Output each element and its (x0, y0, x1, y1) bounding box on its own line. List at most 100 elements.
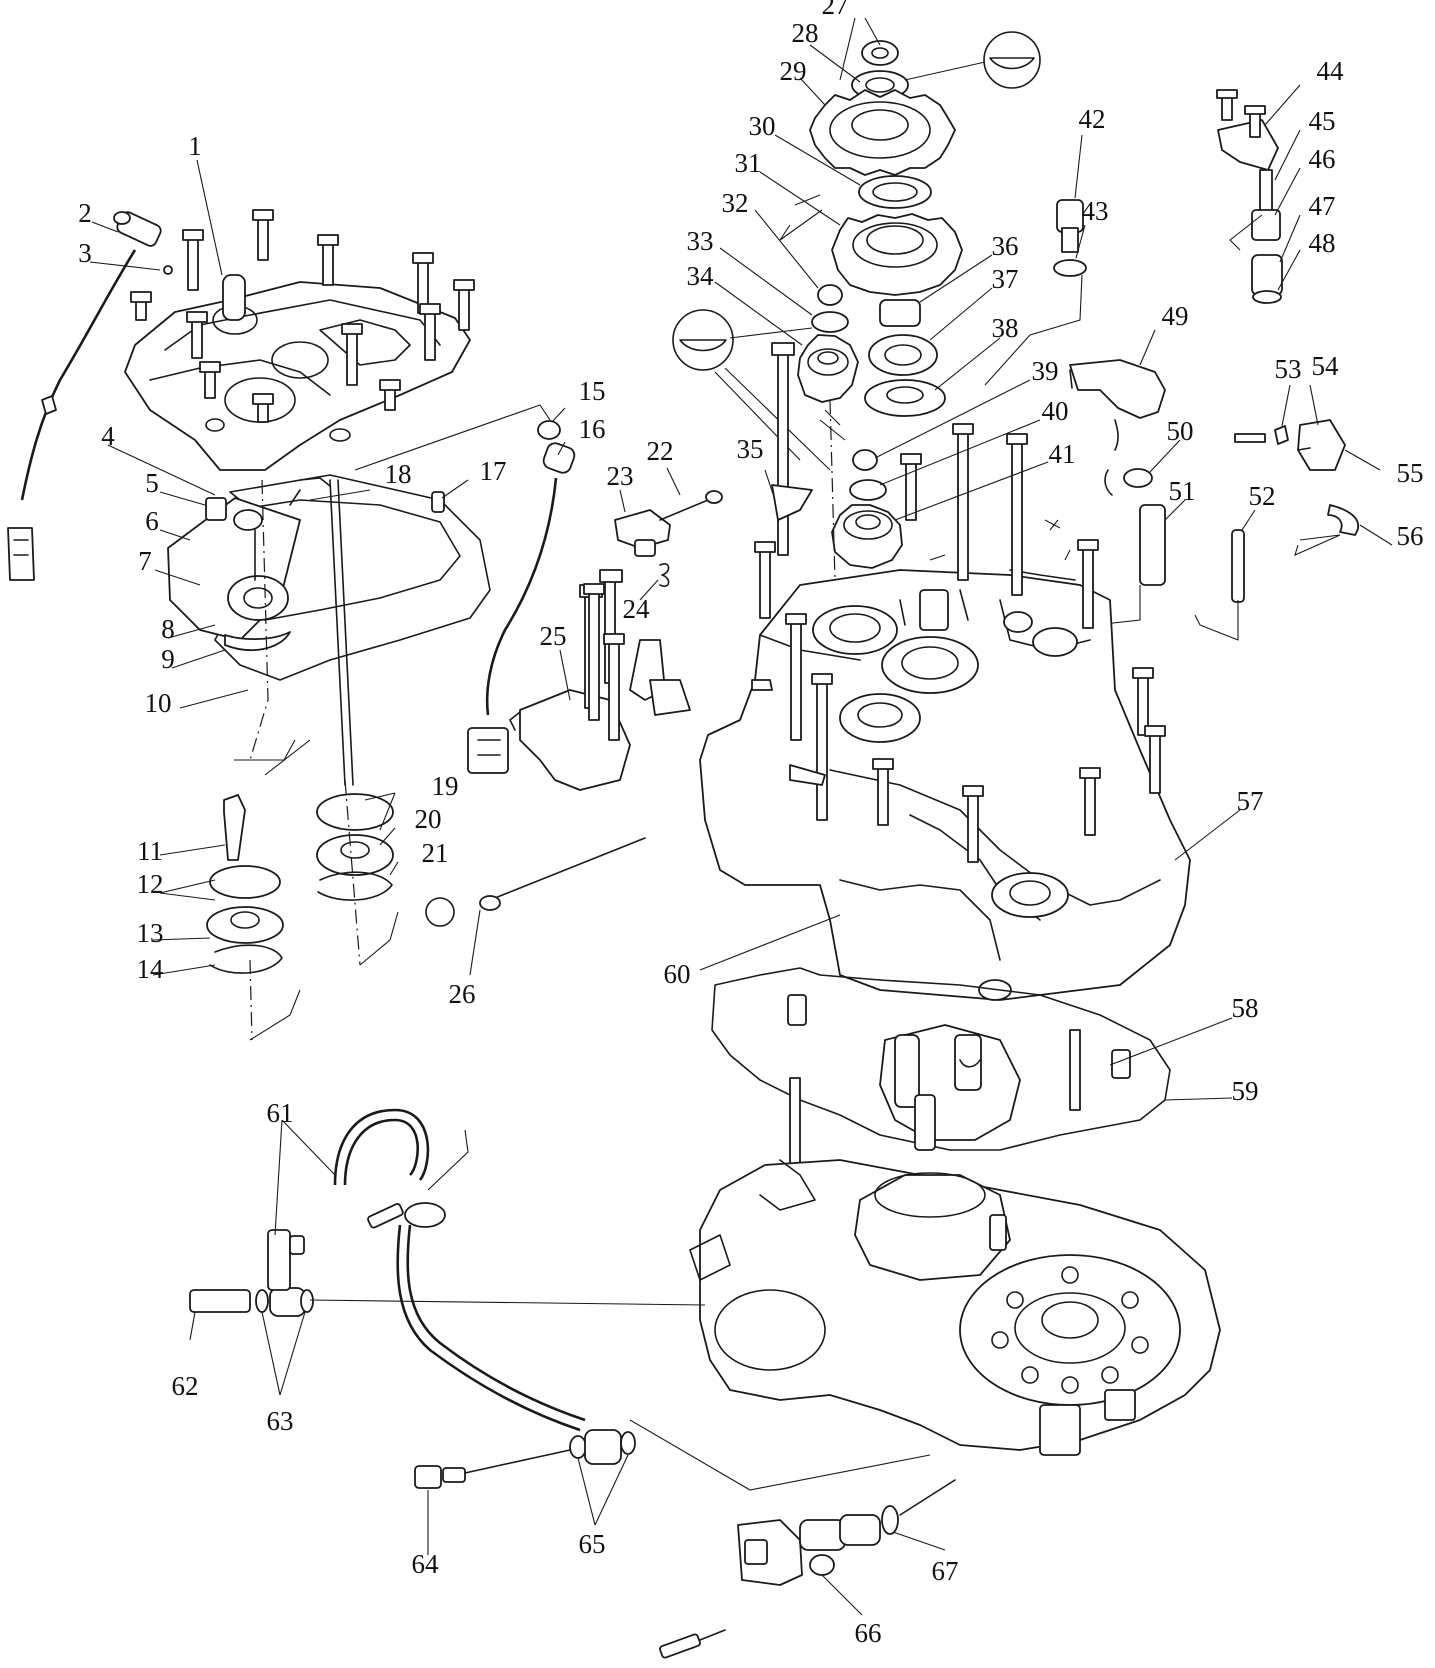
temperature-sensor-wire (467, 420, 576, 774)
callout-64: 64 (412, 1549, 440, 1579)
long-bolt (777, 349, 789, 556)
case-bolts (583, 423, 1166, 863)
oil-cooler-pipe (333, 1108, 586, 1432)
oil-dipstick (425, 837, 646, 927)
callout-2: 2 (78, 198, 92, 228)
callout-16: 16 (579, 414, 606, 444)
accumulator-set-left (206, 794, 284, 974)
callout-49: 49 (1162, 301, 1189, 331)
callout-17: 17 (480, 456, 507, 486)
gear-stack-output (831, 449, 903, 569)
accumulator-set-right (316, 793, 394, 901)
callout-44: 44 (1317, 56, 1345, 86)
washer-detail-bubble-top (983, 31, 1041, 89)
callout-35: 35 (737, 434, 764, 464)
callout-33: 33 (687, 226, 714, 256)
parking-pawl-shaft (1039, 359, 1166, 643)
callout-23: 23 (607, 461, 634, 491)
callout-3: 3 (78, 238, 92, 268)
differential-gear-train (789, 1024, 1081, 1169)
callout-61: 61 (267, 1098, 294, 1128)
callout-19: 19 (432, 771, 459, 801)
callout-41: 41 (1049, 439, 1076, 469)
callout-57: 57 (1237, 786, 1264, 816)
callout-34: 34 (687, 261, 715, 291)
callout-52: 52 (1249, 481, 1276, 511)
leader-lines (89, 17, 1393, 1616)
callout-21: 21 (422, 838, 449, 868)
converter-housing (689, 1159, 1221, 1456)
callout-43: 43 (1082, 196, 1109, 226)
callout-29: 29 (780, 56, 807, 86)
callout-31: 31 (735, 148, 762, 178)
callout-1: 1 (188, 131, 202, 161)
gear-stack-idler (797, 284, 859, 403)
callout-51: 51 (1169, 476, 1196, 506)
callout-63: 63 (267, 1406, 294, 1436)
shift-solenoid (659, 1479, 956, 1659)
rod (329, 479, 346, 786)
callout-26: 26 (449, 979, 476, 1009)
callout-36: 36 (992, 231, 1019, 261)
callout-6: 6 (145, 506, 159, 536)
callout-67: 67 (932, 1556, 959, 1586)
callout-18: 18 (385, 459, 412, 489)
callout-labels: 1234567891011121314151617181920212223242… (78, 0, 1423, 1648)
banjo-fitting (189, 1229, 314, 1317)
callout-46: 46 (1309, 144, 1336, 174)
callout-25: 25 (540, 621, 567, 651)
callout-13: 13 (137, 918, 164, 948)
callout-14: 14 (137, 954, 165, 984)
callout-60: 60 (664, 959, 691, 989)
cover-bolts (130, 209, 475, 423)
dowel-pin (431, 491, 445, 513)
callout-38: 38 (992, 313, 1019, 343)
washer-detail-bubble-left (672, 309, 734, 371)
callout-20: 20 (415, 804, 442, 834)
callout-5: 5 (145, 468, 159, 498)
spring-retainer-set (1234, 419, 1360, 556)
callout-32: 32 (722, 188, 749, 218)
callout-56: 56 (1397, 521, 1424, 551)
callout-40: 40 (1042, 396, 1069, 426)
callout-66: 66 (855, 1618, 882, 1648)
callout-10: 10 (145, 688, 172, 718)
callout-30: 30 (749, 111, 776, 141)
callout-58: 58 (1232, 993, 1259, 1023)
separator-plate (167, 497, 301, 651)
speed-sensor-right (1216, 89, 1283, 304)
callout-9: 9 (161, 644, 175, 674)
callout-54: 54 (1312, 351, 1340, 381)
callout-53: 53 (1275, 354, 1302, 384)
callout-59: 59 (1232, 1076, 1259, 1106)
callout-62: 62 (172, 1371, 199, 1401)
speed-sensor-with-harness (7, 211, 173, 581)
case-gasket (711, 967, 1171, 1151)
callout-45: 45 (1309, 106, 1336, 136)
callout-65: 65 (579, 1529, 606, 1559)
gear-stack-upper (809, 40, 963, 417)
valve-body-cover (124, 274, 471, 471)
callout-28: 28 (792, 18, 819, 48)
callout-47: 47 (1309, 191, 1336, 221)
callout-8: 8 (161, 614, 175, 644)
transmission-case (699, 569, 1191, 1001)
callout-48: 48 (1309, 228, 1336, 258)
callout-42: 42 (1079, 104, 1106, 134)
callout-4: 4 (101, 421, 115, 451)
pin (1231, 529, 1245, 603)
callout-37: 37 (992, 264, 1019, 294)
callout-12: 12 (137, 869, 164, 899)
callout-7: 7 (138, 546, 152, 576)
callout-39: 39 (1032, 356, 1059, 386)
manual-valve-lever (509, 569, 691, 791)
callout-15: 15 (579, 376, 606, 406)
callout-22: 22 (647, 436, 674, 466)
callout-27: 27 (822, 0, 849, 20)
plug-and-washer (1053, 199, 1087, 277)
callout-11: 11 (137, 836, 163, 866)
speedometer-sensor-lead (414, 1429, 636, 1489)
callout-24: 24 (623, 594, 651, 624)
